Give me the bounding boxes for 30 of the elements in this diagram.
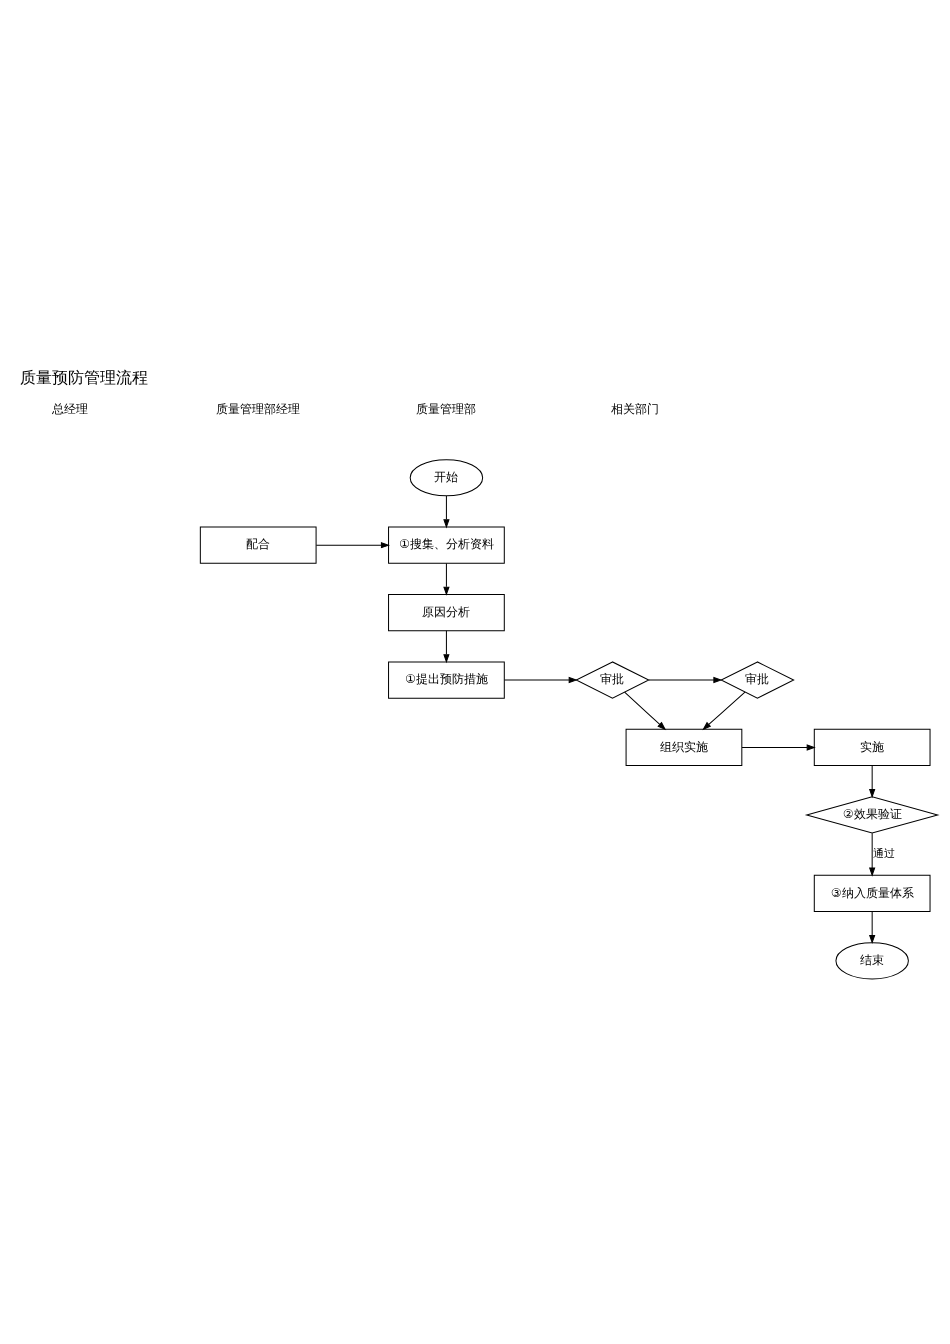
arrow [624,691,667,730]
node-box: ①搜集、分析资料 [388,526,505,564]
arrow [443,494,450,528]
node-diamond: ②效果验证 [804,795,940,834]
arrow [702,691,746,730]
arrow [741,743,816,751]
node-box: 原因分析 [388,593,505,631]
label: 质量管理部经理 [216,401,301,416]
arrow [443,629,450,663]
arrow [648,676,723,683]
arrow [315,541,390,548]
node-ellipse: 开始 [409,458,484,496]
node-box: ①提出预防措施 [388,660,505,699]
arrow [869,764,876,798]
edge-label: 通过 [872,846,895,860]
node-ellipse: 结束 [835,941,909,979]
node-box: 组织实施 [625,728,743,766]
node-diamond: 审批 [720,660,795,699]
label: 相关部门 [610,401,659,416]
node-box: 配合 [199,526,317,564]
arrow [443,562,450,596]
node-box: 实施 [813,728,931,766]
label: 总经理 [52,401,88,416]
node-box: ③纳入质量体系 [813,874,931,912]
arrow [503,676,578,683]
label: 质量管理部 [416,401,477,416]
arrow [869,832,876,877]
arrow [869,910,876,944]
diagram-title: 质量预防管理流程 [20,367,149,387]
node-diamond: 审批 [575,660,650,699]
